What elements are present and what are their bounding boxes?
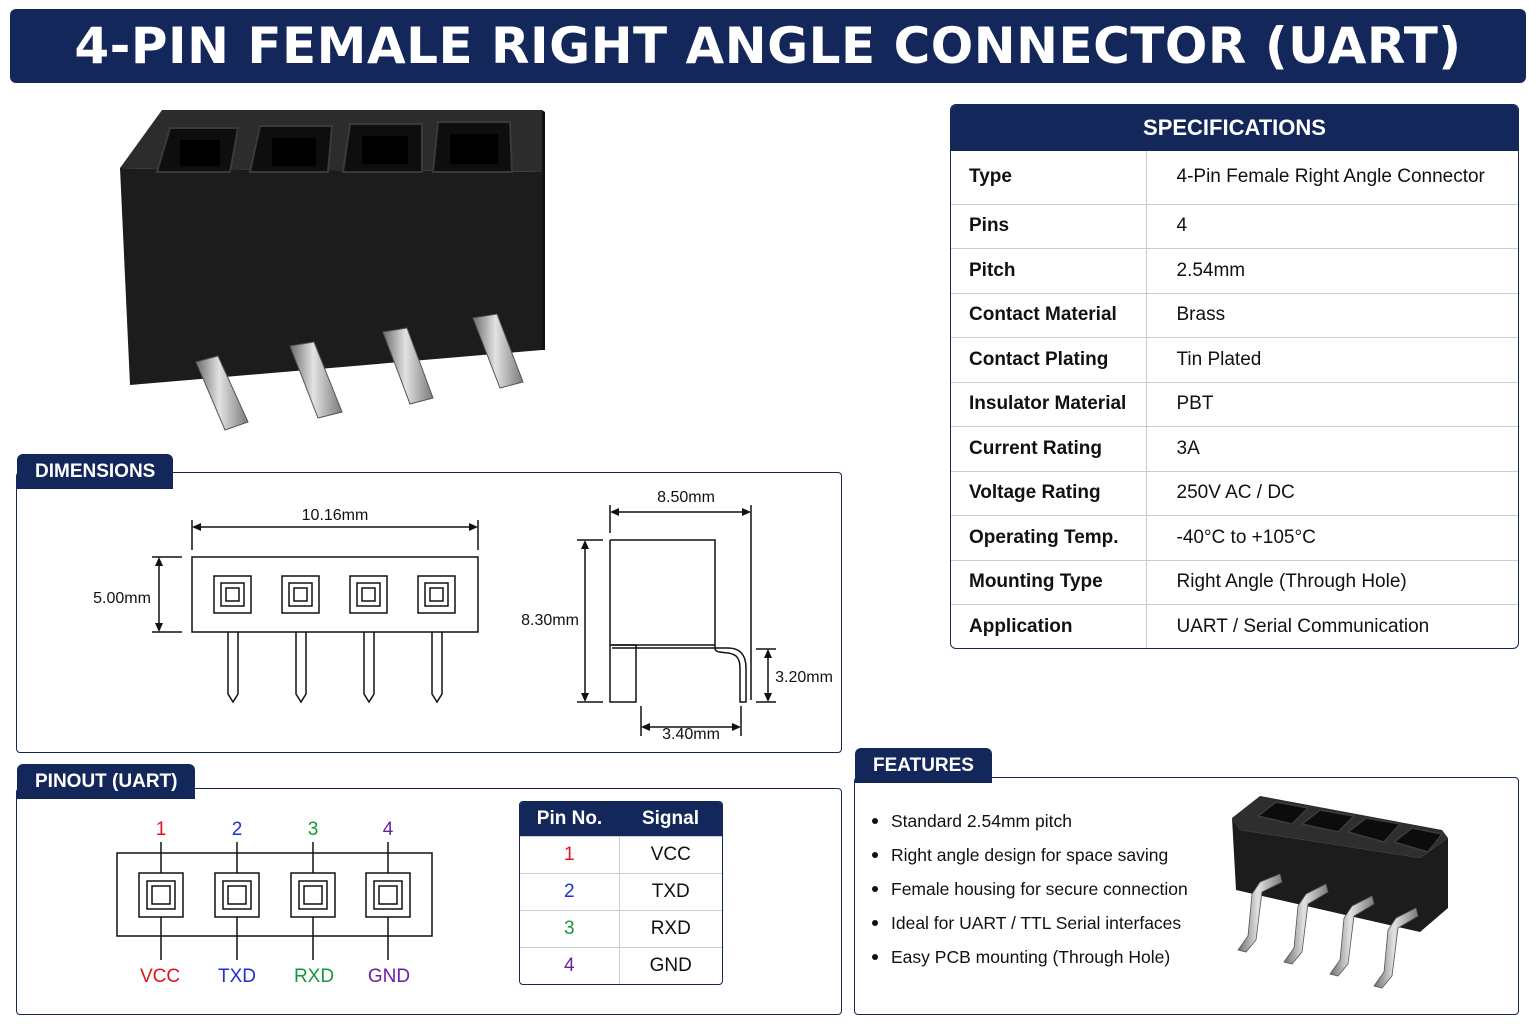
feature-text: Female housing for secure connection [891, 878, 1188, 899]
front-view-housing [191, 556, 479, 633]
title-banner: 4-PIN FEMALE RIGHT ANGLE CONNECTOR (UART… [10, 9, 1526, 83]
feature-text: Standard 2.54mm pitch [891, 810, 1072, 831]
spec-value: UART / Serial Communication [1146, 604, 1518, 648]
spec-key: Insulator Material [951, 381, 1147, 427]
bullet-icon [872, 818, 878, 824]
pinout-diagram: 1 2 3 4 VCC TXD RXD GND [116, 819, 433, 987]
dimension-drawings: 10.16mm 5.00mm 8.50mm 8.30mm 3.20mm 3.40… [93, 489, 833, 743]
feature-text: Right angle design for space saving [891, 844, 1169, 865]
signal-cell: GND [619, 946, 722, 984]
spec-key: Operating Temp. [951, 515, 1147, 560]
front-width-label: 10.16mm [302, 507, 369, 524]
bullet-icon [872, 954, 878, 960]
connector-product-image [120, 110, 545, 431]
spec-value: Brass [1146, 292, 1518, 338]
pin-drop-label: 3.20mm [775, 669, 833, 686]
feature-text: Ideal for UART / TTL Serial interfaces [891, 912, 1182, 933]
spec-value: PBT [1146, 381, 1518, 427]
pin-2-number: 2 [232, 819, 243, 840]
spec-value: 3A [1146, 426, 1518, 471]
pin-4-number: 4 [383, 819, 394, 840]
pin-1-number: 1 [156, 819, 167, 840]
pin-2-signal: TXD [218, 966, 256, 987]
spec-key: Type [951, 151, 1147, 204]
spec-key: Pins [951, 203, 1147, 249]
signal-cell: TXD [619, 872, 722, 910]
bullet-icon [872, 852, 878, 858]
dimensions-heading: DIMENSIONS [17, 454, 174, 489]
front-view-pins [227, 632, 443, 704]
spec-key: Current Rating [951, 426, 1147, 471]
connector-small-image [1232, 796, 1448, 989]
spec-key: Application [951, 604, 1147, 648]
pin-3-signal: RXD [294, 966, 334, 987]
front-height-label: 5.00mm [93, 590, 151, 607]
spec-value: Tin Plated [1146, 337, 1518, 382]
spec-value: Right Angle (Through Hole) [1146, 559, 1518, 605]
spec-value: 250V AC / DC [1146, 470, 1518, 516]
pin-1-signal: VCC [140, 966, 180, 987]
pin-no-header: Pin No. [520, 802, 619, 836]
spec-key: Voltage Rating [951, 470, 1147, 516]
pin-number-cell: 4 [520, 946, 620, 984]
list-item: Ideal for UART / TTL Serial interfaces [872, 906, 1188, 940]
spec-value: 2.54mm [1146, 248, 1518, 293]
spec-value: 4-Pin Female Right Angle Connector [1176, 166, 1485, 188]
spec-key: Pitch [951, 248, 1147, 293]
front-view-sockets [213, 575, 456, 614]
pin-number-cell: 3 [520, 909, 620, 947]
list-item: Easy PCB mounting (Through Hole) [872, 940, 1188, 974]
spec-value: -40°C to +105°C [1146, 515, 1518, 560]
pin-number-cell: 2 [520, 872, 620, 910]
pin-3-number: 3 [308, 819, 319, 840]
features-heading: FEATURES [855, 748, 992, 783]
list-item: Standard 2.54mm pitch [872, 804, 1188, 838]
pin-number-cell: 1 [520, 835, 620, 873]
list-item: Female housing for secure connection [872, 872, 1188, 906]
pin-offset-label: 3.40mm [662, 726, 720, 743]
pinout-housing [116, 852, 433, 937]
signal-cell: VCC [619, 835, 722, 873]
pinout-heading: PINOUT (UART) [17, 764, 196, 799]
spec-key: Mounting Type [951, 559, 1147, 605]
spec-value: 4 [1146, 203, 1518, 249]
signal-header: Signal [619, 802, 722, 836]
specifications-table: SPECIFICATIONS Type 4-Pin Female Right An… [950, 104, 1519, 649]
specifications-heading: SPECIFICATIONS [951, 105, 1518, 151]
spec-row-type: Type 4-Pin Female Right Angle Connector [951, 151, 1518, 204]
side-height-label: 8.30mm [521, 612, 579, 629]
bullet-icon [872, 886, 878, 892]
feature-text: Easy PCB mounting (Through Hole) [891, 946, 1171, 967]
spec-key: Contact Material [951, 292, 1147, 338]
features-list: Standard 2.54mm pitch Right angle design… [872, 804, 1188, 974]
signal-cell: RXD [619, 909, 722, 947]
spec-key: Contact Plating [951, 337, 1147, 382]
page-title: 4-PIN FEMALE RIGHT ANGLE CONNECTOR (UART… [74, 17, 1462, 75]
pin-4-signal: GND [368, 966, 410, 987]
bullet-icon [872, 920, 878, 926]
spec-row-operating-temp: Operating Temp.-40°C to +105°C [951, 515, 1518, 560]
side-width-label: 8.50mm [657, 489, 715, 506]
list-item: Right angle design for space saving [872, 838, 1188, 872]
